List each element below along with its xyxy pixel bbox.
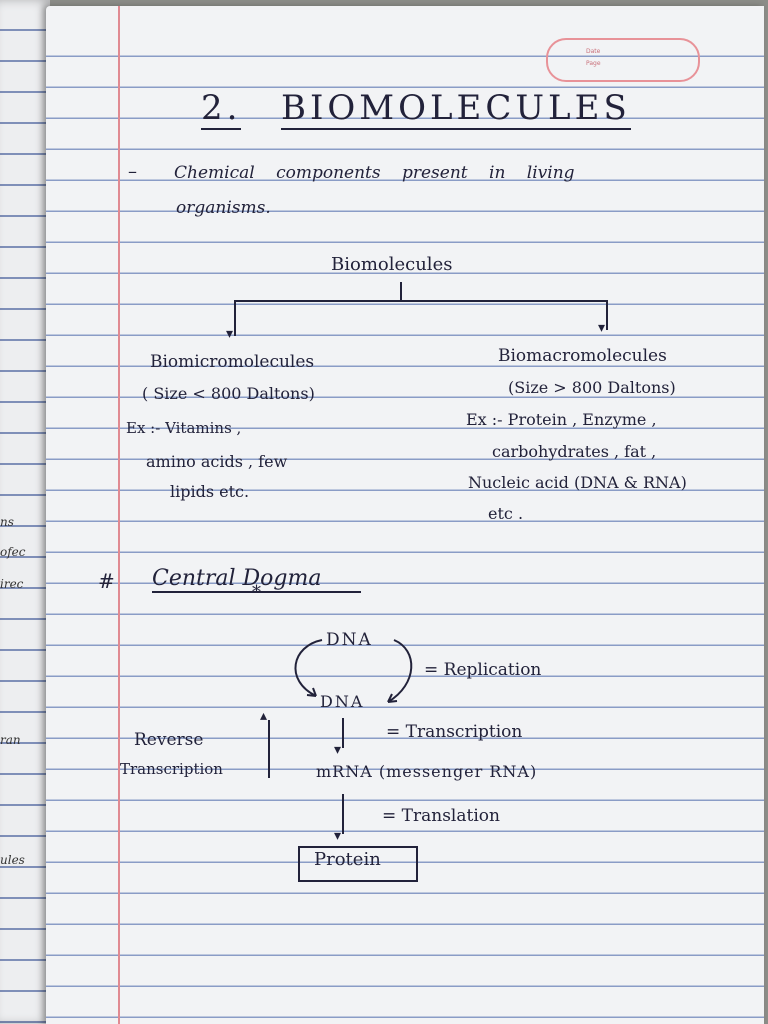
micro-title: Biomicromolecules bbox=[150, 352, 315, 372]
arrow-down-icon: ▾ bbox=[226, 326, 234, 342]
tree-root: Biomolecules bbox=[331, 254, 453, 275]
reverse-arrow-shaft bbox=[268, 720, 270, 778]
replication-loop-arrows bbox=[294, 639, 413, 703]
page-label: Page bbox=[586, 60, 601, 67]
date-page-stamp: Date Page bbox=[546, 38, 700, 82]
date-label: Date bbox=[586, 48, 601, 55]
left-fragment: ns bbox=[0, 515, 14, 529]
left-fragment: ules bbox=[0, 853, 25, 867]
hash-mark: # bbox=[98, 569, 115, 593]
tree-stem bbox=[400, 282, 402, 300]
transcription-label: = Transcription bbox=[386, 722, 523, 742]
left-page: ns ofec irec ran ules bbox=[0, 0, 50, 1024]
mrna-label: mRNA (messenger RNA) bbox=[316, 762, 538, 781]
left-fragment: ran bbox=[0, 733, 21, 747]
arrow-up-icon: ▴ bbox=[260, 708, 268, 724]
micro-example-3: lipids etc. bbox=[170, 482, 250, 501]
macro-example-4: etc . bbox=[488, 504, 524, 523]
reverse-label-1: Reverse bbox=[134, 730, 204, 750]
arrow-down-icon: ▾ bbox=[598, 320, 606, 336]
tree-left-drop bbox=[234, 300, 236, 336]
reverse-label-2: Transcription bbox=[120, 760, 223, 778]
left-fragment: irec bbox=[0, 577, 24, 591]
replication-label: = Replication bbox=[424, 660, 542, 680]
macro-example-2: carbohydrates , fat , bbox=[492, 442, 657, 461]
left-fragment: ofec bbox=[0, 545, 26, 559]
page-title: BIOMOLECULES bbox=[281, 88, 631, 130]
tree-branch bbox=[234, 300, 608, 302]
protein-label: Protein bbox=[314, 849, 381, 870]
macro-title: Biomacromolecules bbox=[498, 346, 667, 366]
micro-size: ( Size < 800 Daltons) bbox=[142, 384, 315, 403]
heading-number: 2. bbox=[201, 88, 242, 130]
margin-line bbox=[118, 6, 120, 1024]
macro-example-1: Ex :- Protein , Enzyme , bbox=[466, 410, 657, 429]
translation-label: = Translation bbox=[382, 806, 500, 826]
notebook-page: Date Page 2. BIOMOLECULES – Chemical com… bbox=[46, 6, 764, 1024]
star-mark: * bbox=[252, 582, 261, 603]
section-heading: Central Dogma bbox=[152, 566, 362, 593]
arrow-down-icon: ▾ bbox=[334, 828, 342, 844]
dna-top: DNA bbox=[326, 630, 373, 650]
definition-line-1: Chemical components present in living bbox=[174, 163, 575, 183]
translation-arrow-shaft bbox=[342, 794, 344, 834]
arrow-down-icon: ▾ bbox=[334, 742, 342, 758]
transcription-arrow-shaft bbox=[342, 718, 344, 748]
macro-example-3: Nucleic acid (DNA & RNA) bbox=[468, 473, 687, 492]
macro-size: (Size > 800 Daltons) bbox=[508, 378, 676, 397]
micro-example-1: Ex :- Vitamins , bbox=[126, 419, 242, 437]
dna-bottom: DNA bbox=[320, 692, 365, 711]
tree-right-drop bbox=[606, 300, 608, 330]
definition-dash: – bbox=[128, 161, 137, 182]
protein-box bbox=[298, 846, 418, 882]
definition-line-2: organisms. bbox=[176, 198, 271, 218]
micro-example-2: amino acids , few bbox=[146, 452, 288, 471]
